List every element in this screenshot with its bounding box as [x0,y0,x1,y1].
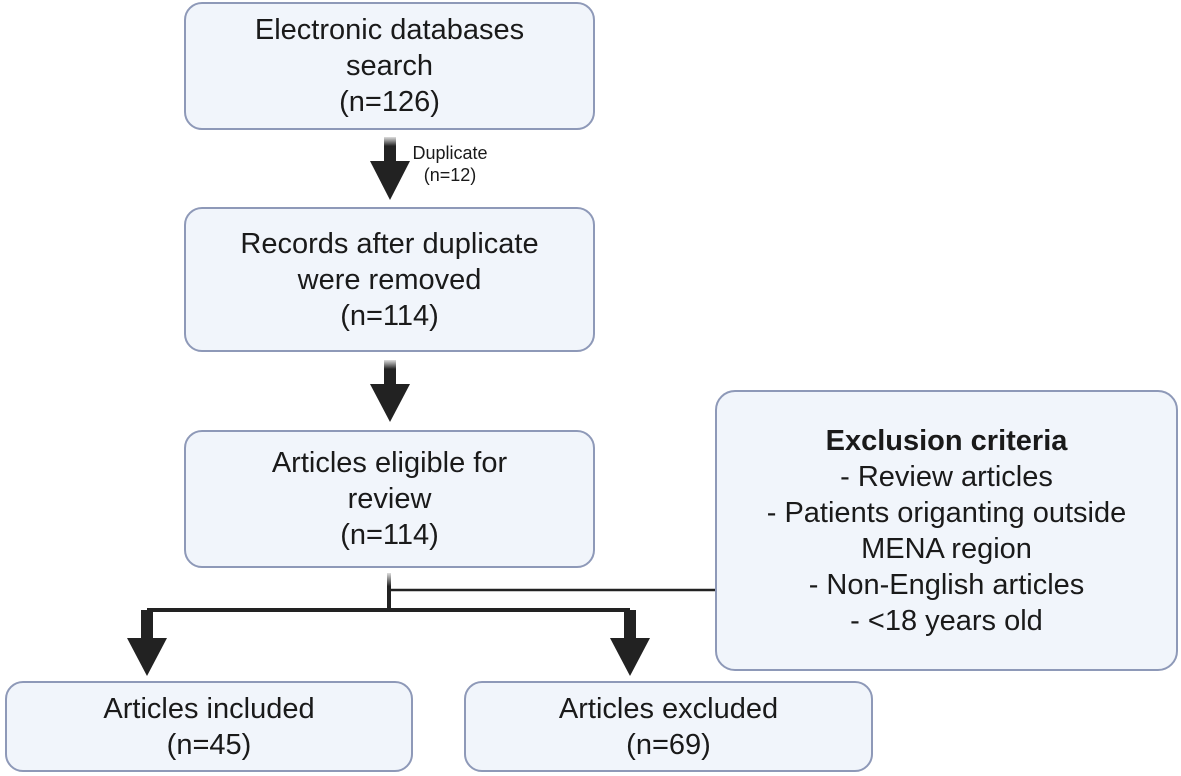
excluded-line1: Articles excluded [558,692,779,725]
arrow-records-to-eligible [370,360,410,422]
arrow-search-to-records [370,137,410,200]
exclusion-criteria-item: - Non-English articles [808,568,1085,601]
included-count: (n=45) [166,728,252,761]
excluded-box: Articles excluded (n=69) [464,681,873,772]
search-line1: Electronic databases [254,14,525,46]
search-line2: search [345,50,434,82]
eligible-box: Articles eligible for review (n=114) [184,430,595,568]
eligible-line2: review [347,483,432,515]
search-box: Electronic databases search (n=126) [184,2,595,130]
exclusion-criteria-item: - Review articles [840,460,1053,493]
exclusion-criteria-item: - <18 years old [850,604,1043,637]
records-count: (n=114) [340,299,439,332]
included-line1: Articles included [103,692,315,725]
excluded-count: (n=69) [626,728,711,761]
arrow-to-excluded [610,610,650,676]
duplicate-note: Duplicate (n=12) [402,142,498,186]
eligible-line1: Articles eligible for [271,447,508,479]
split-connector [147,573,715,612]
included-box: Articles included (n=45) [5,681,413,772]
exclusion-criteria-box: Exclusion criteria - Review articles - P… [715,390,1178,671]
eligible-count: (n=114) [340,519,439,551]
duplicate-label: Duplicate [412,143,488,163]
records-line2: were removed [297,263,482,296]
records-box: Records after duplicate were removed (n=… [184,207,595,352]
exclusion-criteria-item: MENA region [861,532,1032,565]
records-line1: Records after duplicate [240,227,539,260]
exclusion-criteria-title: Exclusion criteria [825,424,1068,457]
search-count: (n=126) [339,86,440,118]
exclusion-criteria-item: - Patients origanting outside [766,496,1127,529]
arrow-to-included [127,610,167,676]
duplicate-count: (n=12) [423,165,477,185]
